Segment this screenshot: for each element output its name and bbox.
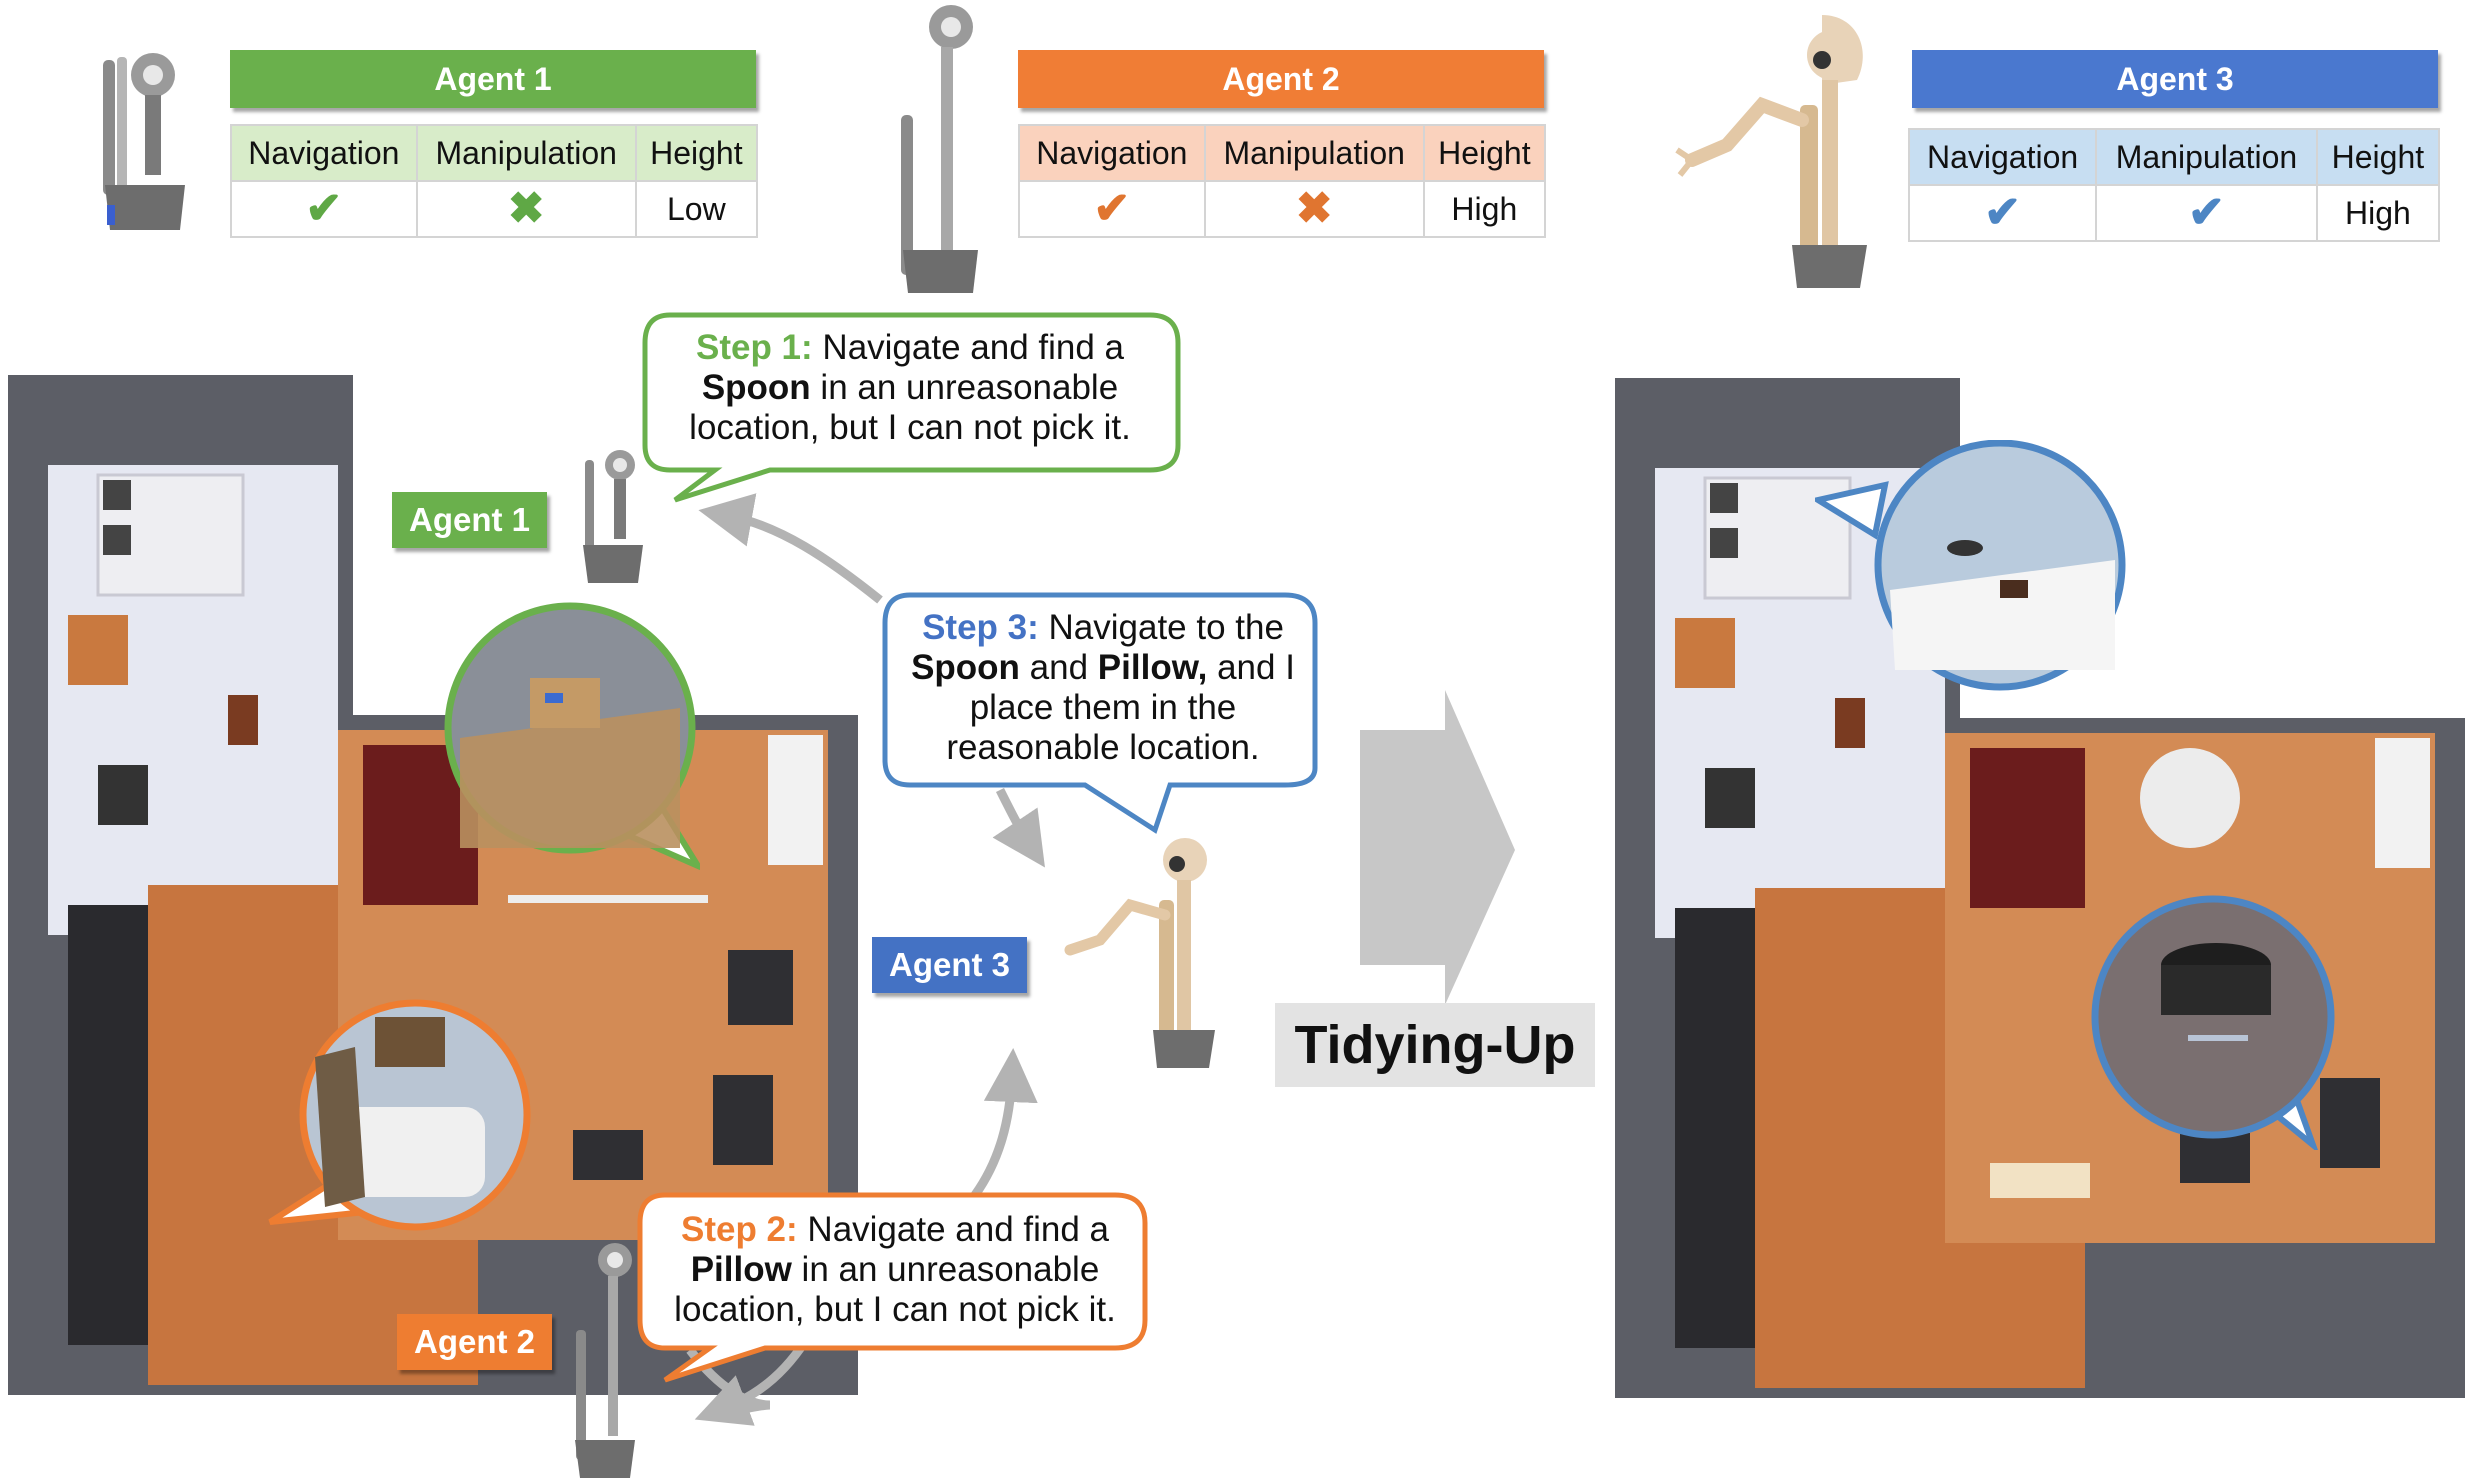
manipulation-column-header: Manipulation: [1203, 124, 1425, 182]
object-name: Pillow: [690, 1250, 792, 1289]
object-name: Pillow,: [1097, 648, 1208, 687]
object-name: Spoon: [701, 368, 811, 407]
step-description: Navigate and find a: [812, 328, 1125, 367]
manipulation-column-header: Manipulation: [415, 124, 637, 182]
check-icon: ✔: [1093, 184, 1131, 233]
agent-2-tag: Agent 2: [397, 1314, 552, 1370]
step-1-text: Step 1: Navigate and find a Spoon in an …: [655, 328, 1165, 448]
height-column-header: Height: [634, 124, 759, 182]
navigation-column-header: Navigation: [230, 124, 418, 182]
agent-1-tag: Agent 1: [392, 492, 547, 548]
cross-icon: ✖: [507, 184, 545, 233]
navigation-column-header: Navigation: [1018, 124, 1206, 182]
height-column-header: Height: [1422, 124, 1547, 182]
agent-1-header: Agent 1: [230, 50, 756, 108]
pot-zoom-view: [2091, 895, 2335, 1150]
robot-1-icon: [583, 450, 643, 583]
step-3-text: Step 3: Navigate to the Spoon and Pillow…: [893, 608, 1313, 768]
step-description: and: [1019, 648, 1098, 687]
height-column-header: Height: [2315, 128, 2441, 186]
height-value: High: [2315, 184, 2441, 242]
robot-3-icon: [1064, 838, 1215, 1068]
agent-3-tag: Agent 3: [872, 937, 1027, 993]
agent-3-capability-table: Navigation Manipulation Height ✔ ✔ High: [1907, 128, 2441, 242]
step-1-bubble: [642, 312, 1181, 503]
cross-icon: ✖: [1295, 184, 1333, 233]
manipulation-column-header: Manipulation: [2095, 128, 2318, 186]
robot-2-icon: [575, 1243, 635, 1478]
robot-3-icon: [1675, 15, 1867, 288]
floor-plan-after: [1615, 378, 2465, 1398]
navigation-column-header: Navigation: [1907, 128, 2098, 186]
object-name: Spoon: [911, 648, 1020, 687]
height-value: High: [1422, 180, 1547, 238]
agent-2-header: Agent 2: [1018, 50, 1544, 108]
agent-3-header: Agent 3: [1912, 50, 2438, 108]
step-description: Navigate to the: [1038, 608, 1284, 647]
step-description: in an unreasonable location, but I can n…: [689, 368, 1131, 447]
step-description: and I place them in the reasonable locat…: [946, 648, 1295, 767]
check-icon: ✔: [305, 184, 343, 233]
pillow-zoom-view: [268, 999, 531, 1231]
check-icon: ✔: [1984, 188, 2022, 237]
bed-zoom-view: [1815, 440, 2126, 691]
robot-1-icon: [103, 53, 185, 230]
spoon-zoom-view: [444, 602, 700, 871]
robot-2-icon: [901, 5, 978, 293]
step-description: in an unreasonable location, but I can n…: [674, 1250, 1116, 1329]
step-label: Step 1:: [695, 328, 813, 367]
step-3-bubble: [882, 592, 1318, 834]
step-label: Step 2:: [680, 1210, 798, 1249]
agent-2-capability-table: Navigation Manipulation Height ✔ ✖ High: [1018, 124, 1547, 238]
step-2-text: Step 2: Navigate and find a Pillow in an…: [650, 1210, 1140, 1330]
step-label: Step 3:: [922, 608, 1039, 647]
step-2-bubble: [637, 1192, 1148, 1383]
height-value: Low: [634, 180, 759, 238]
tidying-up-label: Tidying-Up: [1275, 1003, 1595, 1087]
check-icon: ✔: [2188, 188, 2225, 237]
step-description: Navigate and find a: [797, 1210, 1110, 1249]
agent-1-capability-table: Navigation Manipulation Height ✔ ✖ Low: [230, 124, 759, 238]
